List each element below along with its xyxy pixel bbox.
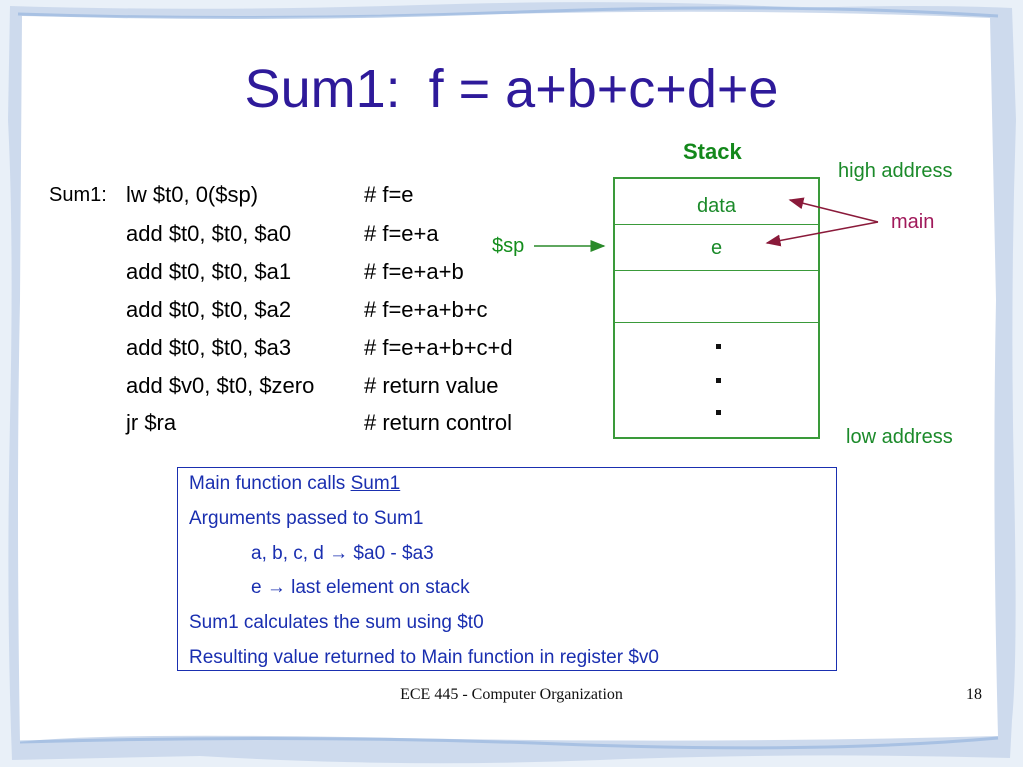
code-instruction: add $t0, $t0, $a2 xyxy=(126,297,292,322)
code-instruction: lw $t0, 0($sp) xyxy=(126,182,259,207)
stack-title: Stack xyxy=(683,139,742,164)
code-comment: # return value xyxy=(364,373,499,398)
high-address-label: high address xyxy=(838,160,953,182)
stack-box xyxy=(613,177,820,439)
info-line: Sum1 calculates the sum using $t0 xyxy=(189,612,484,633)
code-instruction: jr $ra xyxy=(126,410,177,435)
info-line: Arguments passed to Sum1 xyxy=(189,508,424,529)
sp-label: $sp xyxy=(492,235,525,257)
page-number: 18 xyxy=(966,686,982,703)
title-formula: f = a+b+c+d+e xyxy=(428,59,779,119)
info-line: e → last element on stack xyxy=(251,577,470,598)
sum1-link[interactable]: Sum1 xyxy=(350,473,401,494)
slide-title: Sum1: f = a+b+c+d+e xyxy=(0,58,1023,120)
code-instruction: add $t0, $t0, $a0 xyxy=(126,221,292,246)
stack-cell-data: data xyxy=(697,195,736,217)
code-comment: # f=e+a+b+c+d xyxy=(364,335,513,360)
stack-divider xyxy=(613,224,820,225)
ellipsis-dot xyxy=(716,344,721,349)
code-instruction: add $t0, $t0, $a3 xyxy=(126,335,292,360)
stack-cell-e: e xyxy=(710,237,723,259)
code-comment: # f=e xyxy=(364,182,414,207)
info-line-text: Main function calls xyxy=(189,473,351,494)
title-prefix: Sum1: xyxy=(244,59,401,119)
code-instruction: add $t0, $t0, $a1 xyxy=(126,259,292,284)
code-comment: # f=e+a+b xyxy=(364,259,464,284)
code-comment: # return control xyxy=(364,410,512,435)
code-instruction: add $v0, $t0, $zero xyxy=(126,373,315,398)
low-address-label: low address xyxy=(846,426,953,448)
info-line: a, b, c, d → $a0 - $a3 xyxy=(251,543,434,564)
info-line: Resulting value returned to Main functio… xyxy=(189,647,659,668)
info-box xyxy=(177,467,837,671)
info-line: Main function calls Sum1 xyxy=(189,473,400,495)
code-comment: # f=e+a xyxy=(364,221,439,246)
ellipsis-dot xyxy=(716,378,721,383)
main-label: main xyxy=(891,211,935,233)
code-label: Sum1: xyxy=(49,184,107,206)
slide-footer: ECE 445 - Computer Organization xyxy=(400,686,623,703)
stack-divider xyxy=(613,322,820,323)
code-comment: # f=e+a+b+c xyxy=(364,297,488,322)
ellipsis-dot xyxy=(716,410,721,415)
stack-divider xyxy=(613,270,820,271)
